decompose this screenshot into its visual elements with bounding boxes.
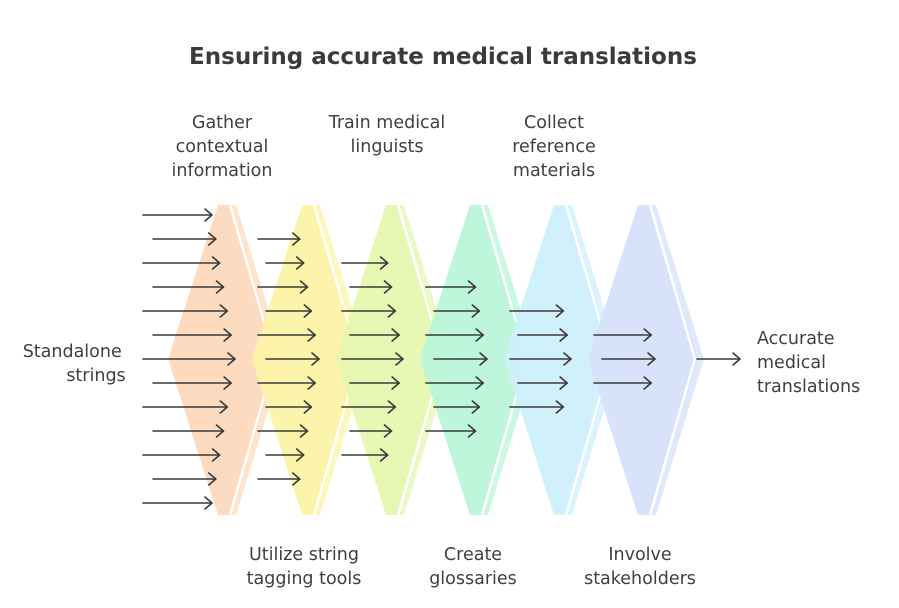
flow-arrow xyxy=(517,328,568,342)
flow-arrow xyxy=(257,376,316,390)
flow-arrow xyxy=(152,472,217,486)
flow-arrow xyxy=(433,304,481,318)
flow-arrow xyxy=(425,328,484,342)
flow-arrow xyxy=(257,472,301,486)
flow-arrow xyxy=(341,304,397,318)
flow-arrow xyxy=(257,328,316,342)
input-label-line: Standalone xyxy=(23,342,122,362)
flow-arrow xyxy=(152,280,225,294)
output-label-line: Accurate xyxy=(757,329,835,349)
flow-arrow xyxy=(425,376,484,390)
flow-arrow xyxy=(341,400,397,414)
flow-arrow xyxy=(509,352,572,366)
flow-arrow xyxy=(425,424,477,438)
diagram-title: Ensuring accurate medical translations xyxy=(189,44,697,70)
stage-label-line: materials xyxy=(513,161,595,181)
stage-label: Collect reference materials xyxy=(512,113,596,181)
input-label: Standalone strings xyxy=(23,342,128,386)
flow-arrow xyxy=(349,424,393,438)
flow-arrow xyxy=(341,448,389,462)
stage-label: Train medical linguists xyxy=(328,113,446,157)
output-label-line: medical xyxy=(757,353,826,373)
flow-arrow xyxy=(152,232,217,246)
flow-arrow xyxy=(265,304,313,318)
flow-arrow xyxy=(593,376,652,390)
input-label-line: strings xyxy=(66,366,125,386)
flow-arrow xyxy=(349,280,393,294)
stage-label-line: linguists xyxy=(351,137,424,157)
stage-label-line: contextual xyxy=(176,137,269,157)
stage-label: Create glossaries xyxy=(429,545,517,589)
flow-arrow xyxy=(425,280,477,294)
stage-label-line: glossaries xyxy=(429,569,517,589)
flow-arrow xyxy=(152,328,232,342)
stage-label-line: reference xyxy=(512,137,596,157)
stage-label-line: Train medical xyxy=(328,113,446,133)
flow-arrow xyxy=(341,352,404,366)
stage-label-line: stakeholders xyxy=(584,569,696,589)
stage-label: Gather contextual information xyxy=(171,113,272,181)
flow-arrow xyxy=(433,352,488,366)
stage-label-line: Gather xyxy=(192,113,253,133)
flow-arrow xyxy=(152,424,225,438)
flow-arrow xyxy=(257,424,309,438)
stage-label-line: information xyxy=(171,161,272,181)
flow-arrow xyxy=(593,328,652,342)
stage-label-line: Create xyxy=(444,545,502,565)
output-label: Accurate medical translations xyxy=(757,329,860,397)
stage-chevrons xyxy=(168,204,704,516)
stage-label-line: Utilize string xyxy=(249,545,359,565)
flow-arrow xyxy=(257,280,309,294)
flow-arrow xyxy=(349,376,400,390)
flow-arrows xyxy=(142,208,741,510)
flow-arrow xyxy=(696,352,741,366)
flow-arrow xyxy=(142,304,229,318)
flow-arrow xyxy=(517,376,568,390)
stage-label: Utilize string tagging tools xyxy=(247,545,362,589)
flow-arrow xyxy=(142,208,213,222)
flow-arrow xyxy=(433,400,481,414)
flow-arrow xyxy=(265,256,305,270)
stage-chevron xyxy=(588,204,704,516)
output-label-line: translations xyxy=(757,377,860,397)
stage-label: Involve stakeholders xyxy=(584,545,696,589)
flow-arrow xyxy=(601,352,656,366)
flow-arrow xyxy=(142,256,221,270)
flow-arrow xyxy=(509,400,565,414)
stage-label-line: Collect xyxy=(524,113,584,133)
flow-arrow xyxy=(142,352,236,366)
stage-label-line: Involve xyxy=(608,545,671,565)
flow-arrow xyxy=(509,304,565,318)
flow-arrow xyxy=(142,496,213,510)
flow-arrow xyxy=(341,256,389,270)
flow-arrow xyxy=(257,232,301,246)
stage-label-line: tagging tools xyxy=(247,569,362,589)
flow-arrow xyxy=(152,376,232,390)
flow-arrow xyxy=(349,328,400,342)
flow-arrow xyxy=(265,400,313,414)
flow-arrow xyxy=(142,448,221,462)
flow-arrow xyxy=(142,400,229,414)
flow-arrow xyxy=(265,448,305,462)
flow-arrow xyxy=(265,352,320,366)
